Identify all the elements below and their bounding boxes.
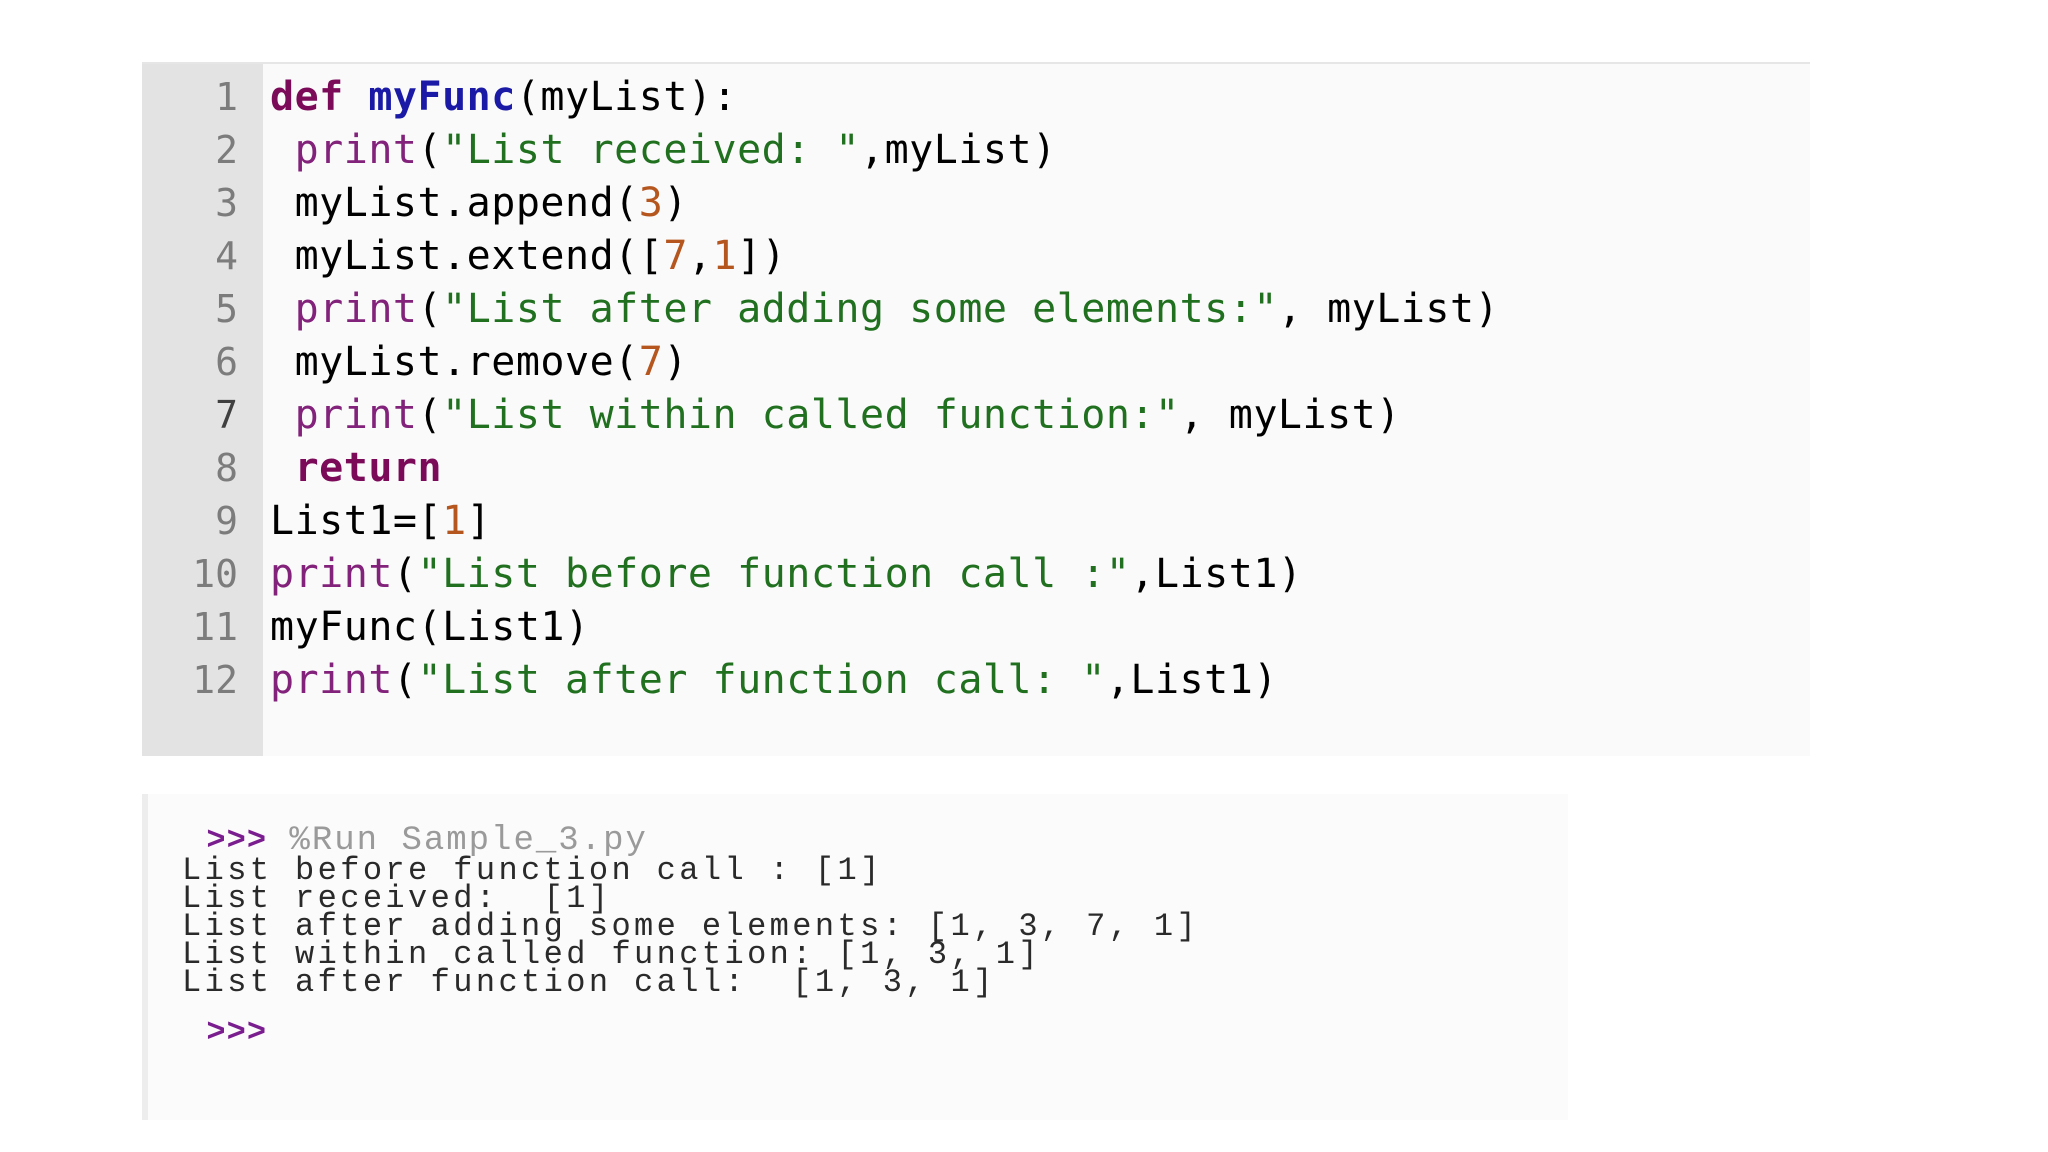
- code-text: return: [270, 445, 442, 491]
- code-token: [270, 392, 295, 438]
- code-token: ,List1): [1130, 550, 1303, 597]
- code-text: print("List after adding some elements:"…: [270, 286, 1499, 332]
- line-number: 1: [215, 74, 238, 119]
- code-token: List1=[: [270, 497, 443, 544]
- code-text: def myFunc(myList):: [270, 74, 737, 120]
- code-line[interactable]: 1 def myFunc(myList):: [142, 70, 736, 123]
- code-line[interactable]: 12 print("List after function call: ",Lis…: [142, 653, 1277, 706]
- code-line[interactable]: 9 List1=[1]: [142, 494, 491, 547]
- code-token: , myList): [1179, 391, 1401, 438]
- code-text: print("List within called function:", my…: [270, 392, 1401, 438]
- code-token: (: [417, 391, 443, 438]
- shell-output-line: List received: [1]: [182, 880, 612, 917]
- code-line[interactable]: 3 myList.append(3): [142, 176, 687, 229]
- code-text: myList.append(3): [270, 180, 688, 226]
- line-number: 12: [192, 657, 238, 702]
- code-token: [270, 445, 295, 491]
- shell-output-line: List after function call: [1, 3, 1]: [182, 964, 996, 1001]
- code-token: ,myList): [860, 126, 1057, 173]
- code-line[interactable]: 10 print("List before function call :",Li…: [142, 547, 1302, 600]
- shell-output-line: List before function call : [1]: [182, 852, 883, 889]
- code-text: print("List after function call: ",List1…: [270, 657, 1278, 703]
- code-token: 7: [638, 338, 664, 385]
- code-token: (: [417, 285, 443, 332]
- code-token: (: [417, 126, 443, 173]
- code-token: 7: [663, 232, 688, 279]
- code-line[interactable]: 7 print("List within called function:", …: [142, 388, 1400, 441]
- code-token: 1: [442, 497, 467, 544]
- code-token: [270, 127, 295, 173]
- shell-final-prompt: >>>: [206, 1014, 268, 1051]
- code-token: print: [294, 285, 418, 332]
- shell-prompt: >>>: [206, 822, 268, 859]
- code-line[interactable]: 11 myFunc(List1): [142, 600, 589, 653]
- code-text: myFunc(List1): [270, 604, 590, 650]
- code-token: ,List1): [1105, 656, 1278, 703]
- line-number: 3: [215, 180, 238, 225]
- code-text: List1=[1]: [270, 498, 491, 544]
- code-token: myFunc(List1): [270, 603, 590, 650]
- code-line[interactable]: 5 print("List after adding some elements…: [142, 282, 1499, 335]
- code-token: def: [270, 73, 369, 120]
- code-text: myList.remove(7): [270, 339, 688, 385]
- line-number: 8: [215, 445, 238, 490]
- code-text: print("List received: ",myList): [270, 127, 1057, 173]
- code-token: [270, 286, 295, 332]
- code-token: print: [270, 656, 393, 703]
- code-token: "List received: ": [442, 126, 861, 173]
- code-token: "List before function call :": [417, 550, 1131, 597]
- code-token: ,: [687, 232, 713, 279]
- line-number: 6: [215, 339, 238, 384]
- code-line[interactable]: 6 myList.remove(7): [142, 335, 687, 388]
- code-token: ): [663, 179, 688, 226]
- shell-output-line: List within called function: [1, 3, 1]: [182, 936, 1041, 973]
- code-token: (: [392, 550, 418, 597]
- code-token: , myList): [1277, 285, 1500, 332]
- code-token: print: [294, 126, 418, 173]
- code-token: "List after function call: ": [417, 656, 1106, 703]
- code-token: (myList):: [515, 73, 738, 120]
- line-number: 9: [215, 498, 238, 543]
- line-number: 11: [192, 604, 238, 649]
- code-token: return: [294, 444, 443, 491]
- code-token: myList.append(: [270, 179, 639, 226]
- code-token: "List after adding some elements:": [442, 285, 1278, 332]
- line-number: 10: [192, 551, 238, 596]
- code-token: "List within called function:": [442, 391, 1180, 438]
- shell-command-line: >>> %Run Sample_3.py: [160, 804, 648, 878]
- shell-output-line: List after adding some elements: [1, 3, …: [182, 908, 1200, 945]
- code-token: ]: [466, 497, 492, 544]
- line-number: 2: [215, 127, 238, 172]
- code-token: ): [663, 338, 688, 385]
- code-token: 3: [638, 179, 664, 226]
- line-number: 4: [215, 233, 238, 278]
- line-number: 7: [215, 392, 238, 437]
- shell-command: %Run Sample_3.py: [289, 822, 648, 860]
- code-token: print: [294, 391, 418, 438]
- code-token: myList.remove(: [270, 338, 639, 385]
- code-token: ]): [737, 232, 787, 279]
- code-text: myList.extend([7,1]): [270, 233, 786, 279]
- code-token: (: [392, 656, 418, 703]
- line-number-gutter: [142, 64, 263, 756]
- code-token: print: [270, 550, 393, 597]
- code-text: print("List before function call :",List…: [270, 551, 1302, 597]
- code-line[interactable]: 8 return: [142, 441, 441, 494]
- shell-panel[interactable]: >>> %Run Sample_3.py List before functio…: [142, 794, 1568, 1120]
- code-line[interactable]: 4 myList.extend([7,1]): [142, 229, 786, 282]
- shell-input-line[interactable]: >>>: [160, 996, 267, 1069]
- line-number: 5: [215, 286, 238, 331]
- code-token: myFunc: [368, 73, 516, 120]
- code-token: myList.extend([: [270, 232, 664, 279]
- code-token: 1: [712, 232, 738, 279]
- code-line[interactable]: 2 print("List received: ",myList): [142, 123, 1056, 176]
